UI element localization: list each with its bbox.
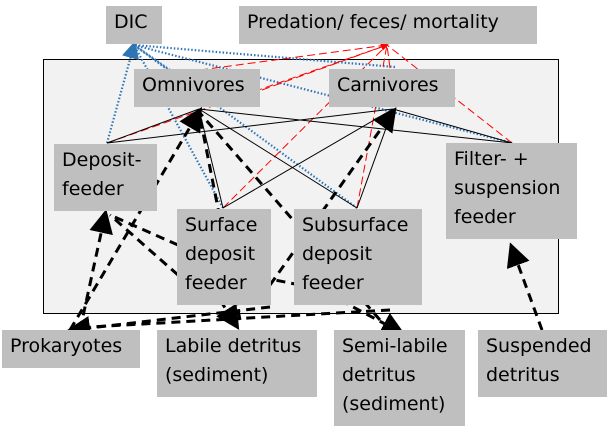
link-labile-deposit — [109, 213, 179, 247]
link-semi-deposit — [109, 213, 179, 277]
link-prok-omni — [68, 106, 203, 331]
node-predation: Predation/ feces/ mortality — [239, 6, 537, 44]
link-subsurface-dic — [133, 44, 358, 209]
node-labile-detritus: Labile detritus (sediment) — [157, 330, 317, 397]
node-deposit-feeder: Deposit- feeder — [54, 144, 157, 211]
link-suspended-filter — [506, 242, 544, 331]
link-filter-carni — [392, 108, 513, 144]
link-subsurface-carni — [356, 108, 394, 209]
node-subsurface-deposit-feeder: Subsurface deposit feeder — [294, 209, 422, 305]
link-deposit-dic — [105, 40, 139, 144]
node-omnivores: Omnivores — [134, 69, 260, 107]
node-dic: DIC — [106, 6, 162, 44]
link-to-semilabile — [339, 298, 406, 335]
node-prokaryotes: Prokaryotes — [2, 330, 140, 368]
link-subsurface-omni — [198, 108, 358, 209]
link-omni-pred — [261, 44, 388, 91]
link-filter-omni — [198, 108, 513, 144]
link-carni-pred — [386, 44, 391, 69]
node-filter-feeder: Filter- + suspension feeder — [446, 143, 577, 239]
link-omni-dic — [133, 44, 171, 71]
node-surface-deposit-feeder: Surface deposit feeder — [177, 209, 271, 305]
link-surface-carni — [222, 108, 394, 209]
link-semilabile-carni — [268, 107, 397, 286]
node-suspended-detritus: Suspended detritus — [478, 330, 607, 397]
link-prok-deposit — [78, 209, 113, 331]
link-omni2-pred — [199, 44, 388, 71]
node-semilabile-detritus: Semi-labile detritus (sediment) — [334, 330, 465, 426]
link-deposit-carni — [106, 108, 394, 144]
node-carnivores: Carnivores — [329, 69, 455, 107]
link-carni-dic — [133, 43, 396, 69]
link-semi-prok — [71, 308, 391, 330]
